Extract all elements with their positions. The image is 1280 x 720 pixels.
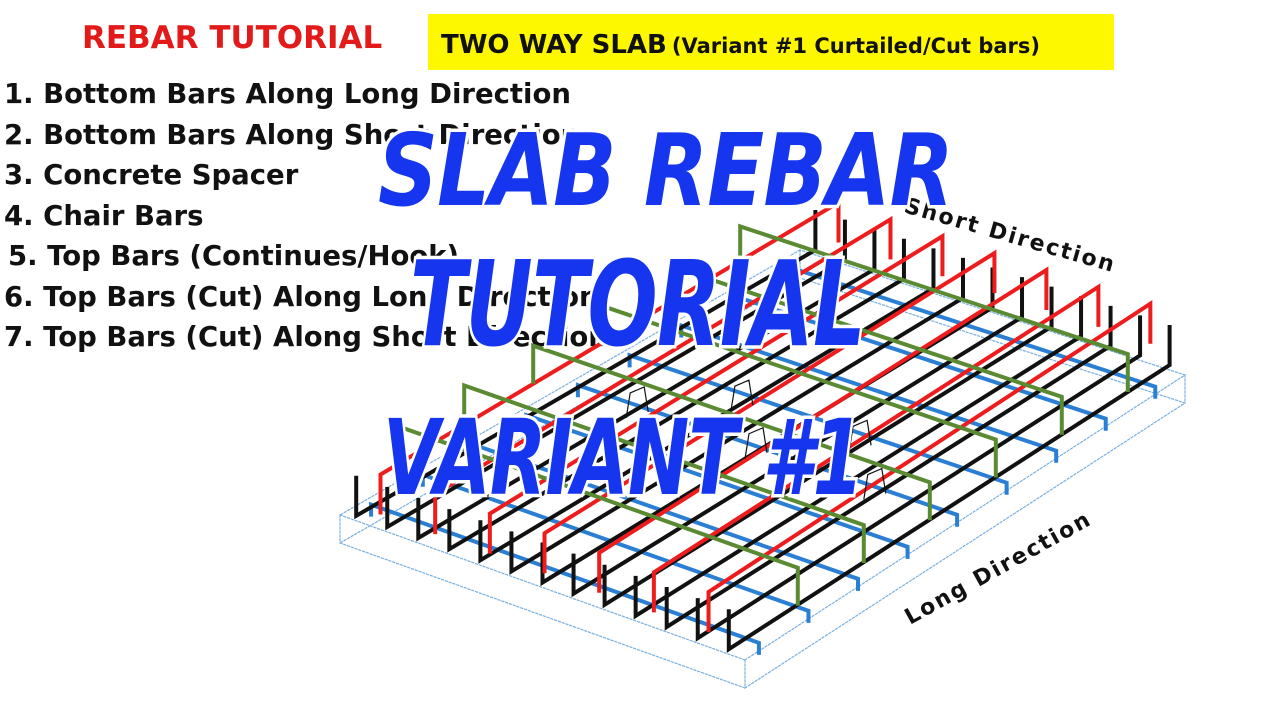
top-bar-red [542, 249, 997, 574]
bottom-bar-short [385, 219, 847, 531]
banner-main-text: TWO WAY SLAB [441, 30, 667, 60]
bottom-bar-long [575, 382, 960, 527]
slab-edge [744, 402, 1186, 689]
top-bar-red [597, 266, 1049, 593]
top-bar-red [487, 232, 945, 554]
top-bar-green [669, 263, 1064, 435]
slab-edge [744, 374, 1186, 661]
chair-bar [848, 419, 872, 452]
bottom-bar-long [369, 501, 761, 655]
bottom-bar-short [509, 257, 965, 575]
banner-sub-text: (Variant #1 Curtailed/Cut bars) [671, 34, 1040, 58]
bottom-bar-long [731, 292, 1108, 431]
bottom-bar-short [602, 286, 1054, 609]
rebar-bars [354, 198, 1172, 655]
top-bar-green [738, 223, 1130, 393]
top-bar-green [393, 422, 800, 606]
steps-list: 1. Bottom Bars Along Long Direction 2. B… [4, 74, 608, 358]
top-bar-green [600, 303, 998, 478]
step-item: 6. Top Bars (Cut) Along Long Direction [4, 280, 599, 313]
top-bar-green [462, 382, 866, 564]
step-item: 3. Concrete Spacer [4, 159, 299, 191]
slab-edge [339, 542, 746, 689]
top-bar-green [531, 342, 932, 521]
bottom-bar-short [478, 248, 936, 564]
bottom-bar-short [571, 277, 1025, 598]
bottom-bar-long [472, 442, 861, 591]
step-item: 2. Bottom Bars Along Short Direction [4, 118, 581, 151]
slab-edge [339, 514, 746, 661]
top-bar-red [433, 215, 893, 535]
top-bar-red [706, 300, 1153, 632]
rebar-tutorial-title: REBAR TUTORIAL [82, 20, 383, 56]
bottom-bar-short [664, 305, 1113, 631]
bottom-bar-long [524, 412, 910, 559]
slab-edge [339, 249, 801, 516]
bottom-bar-short [726, 325, 1172, 653]
chair-bar [730, 379, 754, 412]
chair-bar [744, 426, 768, 459]
slab-edge [799, 277, 1186, 404]
variant-banner: TWO WAY SLAB (Variant #1 Curtailed/Cut b… [428, 14, 1114, 70]
slab-edge [799, 249, 1186, 376]
chair-bar [863, 467, 887, 500]
step-item: 7. Top Bars (Cut) Along Short Direction [4, 321, 608, 353]
bottom-bar-short [633, 296, 1084, 620]
bottom-bar-short [695, 315, 1143, 642]
step-item: 4. Chair Bars [4, 199, 204, 232]
step-item: 5. Top Bars (Continues/Hook) [8, 240, 460, 272]
chair-bar [625, 386, 649, 419]
bottom-bar-short [354, 210, 818, 520]
step-item: 1. Bottom Bars Along Long Direction [4, 78, 571, 110]
top-bar-red [378, 198, 841, 515]
top-bar-red [651, 283, 1101, 613]
slab-outline [339, 249, 1186, 689]
bottom-bar-long [782, 263, 1158, 399]
bottom-bar-long [627, 352, 1009, 495]
